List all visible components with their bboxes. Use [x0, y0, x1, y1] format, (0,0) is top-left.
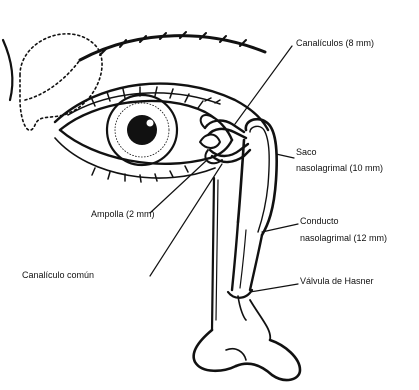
- caruncle: [200, 135, 220, 149]
- label-ampolla: Ampolla (2 mm): [91, 209, 155, 220]
- leader-valvula: [250, 284, 298, 292]
- nose: [194, 300, 300, 380]
- label-valvula-hasner: Válvula de Hasner: [300, 276, 374, 287]
- hasner-valve: [228, 290, 252, 298]
- label-canaliculos: Canalículos (8 mm): [296, 38, 374, 49]
- leader-ampolla: [150, 160, 207, 213]
- eyebrow: [80, 32, 265, 60]
- label-saco-line1: Saco: [296, 147, 317, 158]
- label-conducto-line1: Conducto: [300, 216, 339, 227]
- label-conducto-line2: nasolagrimal (12 mm): [300, 233, 387, 244]
- leader-canaliculos: [235, 46, 292, 124]
- leader-comun: [150, 164, 222, 276]
- pupil: [127, 115, 157, 145]
- eye-highlight: [147, 120, 154, 127]
- nasolacrimal-duct: [228, 222, 262, 320]
- leader-saco: [276, 154, 294, 158]
- label-saco-line2: nasolagrimal (10 mm): [296, 163, 383, 174]
- nasal-wall: [212, 178, 218, 330]
- face-contour: [3, 40, 12, 100]
- eye-iris: [107, 95, 177, 165]
- label-canaliculo-comun: Canalículo común: [22, 270, 94, 281]
